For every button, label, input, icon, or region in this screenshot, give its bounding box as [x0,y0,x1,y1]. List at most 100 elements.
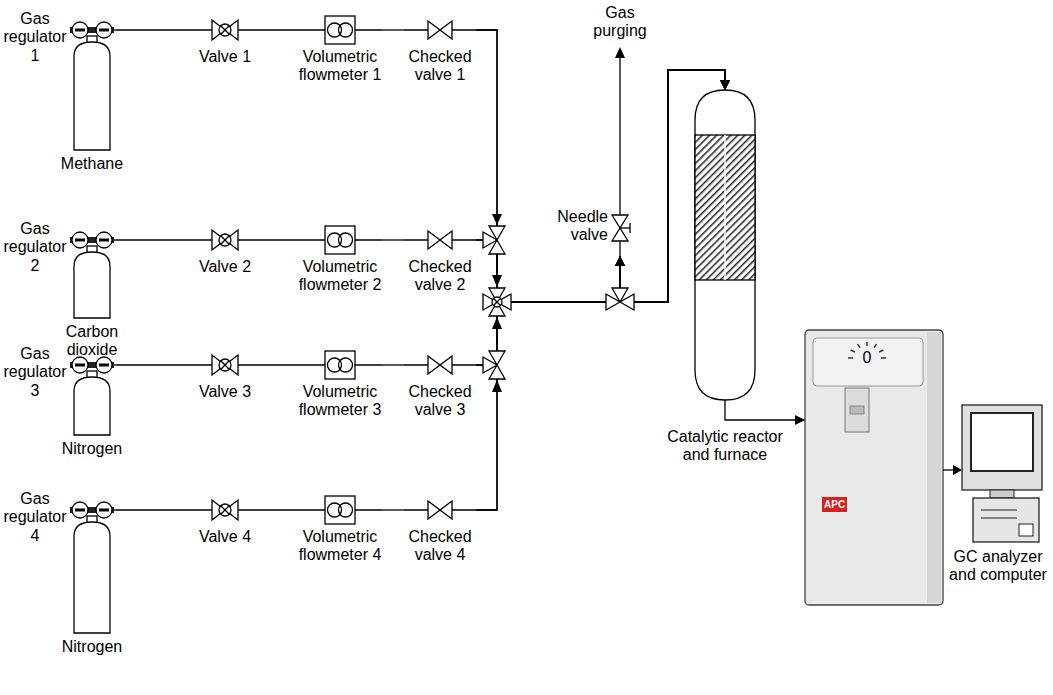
check-valve-body [428,501,440,519]
gas-line [382,239,404,240]
dial-tick [866,342,868,346]
valve-cross [221,506,229,514]
gas-line [476,256,620,510]
gas-line [725,400,805,420]
component-label: Catalytic reactor and furnace [655,428,795,465]
component-label: Volumetric flowmeter 2 [298,258,382,295]
dial-tick [858,344,861,347]
component-label: Valve 2 [194,258,256,276]
check-valve-body [428,231,440,249]
needle-valve: Needle valve [540,200,632,256]
regulator-gauge [96,22,112,38]
valve-ball [219,234,231,246]
three-way-valve [606,288,634,310]
regulator-gauge [72,357,88,373]
component-label: Volumetric flowmeter 4 [298,528,382,565]
valve-cross [221,361,229,369]
monitor [962,405,1042,490]
flowmeter-rotor [328,233,342,247]
regulator-gauge [72,502,88,518]
gas-cylinder: Gas regulator 2Carbon dioxide [0,218,116,362]
gc-top-panel [813,338,923,386]
drive-slot [981,510,1017,511]
flow-arrowheads [492,214,502,392]
gas-line [256,364,298,365]
gauge-band [99,29,109,32]
purge-arrowhead [615,47,625,58]
gas-name: Carbon dioxide [57,323,127,360]
monitor-screen [971,413,1033,471]
needle-valve-body [612,228,628,241]
brand-logo: APC [822,497,847,512]
flowmeter-rotor [328,23,342,37]
needle-valve-body [612,215,628,228]
flowmeter-body [325,226,355,254]
gas-line [476,70,725,302]
flowmeter-rotor [339,233,353,247]
component-label: Checked valve 2 [404,258,476,295]
gas-cylinder: Gas regulator 4Nitrogen [0,488,116,659]
check-valve: Checked valve 3 [404,351,476,422]
regulator-gauge [72,232,88,248]
valve-cross [221,236,229,244]
gas-line [256,239,298,240]
gas-cylinder: Gas regulator 3Nitrogen [0,343,116,461]
component-label: GC analyzer and computer [946,548,1050,585]
flowmeter-rotor [339,503,353,517]
component-label: Valve 1 [194,48,256,66]
regulator-gauge [72,22,88,38]
gas-name: Nitrogen [57,440,127,458]
outlet-label: Gas purging [585,4,655,41]
gas-name: Nitrogen [57,638,127,656]
cylinder-body [74,522,110,633]
flowmeter-rotor [328,503,342,517]
flowmeter: Volumetric flowmeter 1 [298,16,382,106]
needle-stem [620,227,630,228]
component-label: Checked valve 4 [404,528,476,565]
computer-case [973,498,1039,542]
gauge-band [75,29,85,32]
three-way-valve [483,351,505,379]
valve-ball [219,504,231,516]
gc-cabinet [805,330,943,605]
regulator-label: Gas regulator 2 [0,220,70,275]
check-valve-body [440,21,452,39]
shutoff-valve: Valve 4 [194,496,256,549]
gas-line [116,364,194,365]
reactor-shell [695,90,755,400]
flowmeter-rotor [328,358,342,372]
flowmeter-body [325,351,355,379]
flowmeter-body [325,16,355,44]
gauge-band [75,509,85,512]
gas-line [476,30,620,302]
check-valve-body [428,21,440,39]
dial-digit: 0 [860,349,874,367]
component-label: Checked valve 3 [404,383,476,420]
four-way-valve [483,288,511,316]
shutoff-valve: Valve 2 [194,226,256,279]
bed-divider [724,135,726,280]
gas-line [256,509,298,510]
regulator-gauge [96,232,112,248]
regulator-gauge [96,502,112,518]
regulator-label: Gas regulator 1 [0,10,70,65]
catalyst-bed [695,135,755,280]
valve-cross [221,26,229,34]
check-valve: Checked valve 2 [404,226,476,297]
regulator-gauge [96,357,112,373]
monitor-stand [990,490,1014,498]
gas-cylinder: Gas regulator 1Methane [0,8,116,176]
gas-name: Methane [57,155,127,173]
data-link-arrowhead [953,465,962,475]
gc-analyzer: GC analyzer and computer [805,320,1050,610]
component-label: Needle valve [540,208,608,245]
flowmeter: Volumetric flowmeter 4 [298,496,382,586]
component-label: Checked valve 1 [404,48,476,85]
component-label: Valve 4 [194,528,256,546]
check-valve-body [428,356,440,374]
gauge-band [99,239,109,242]
regulator-label: Gas regulator 4 [0,490,70,545]
needle-handle [629,223,630,233]
cylinder-body [74,377,110,435]
